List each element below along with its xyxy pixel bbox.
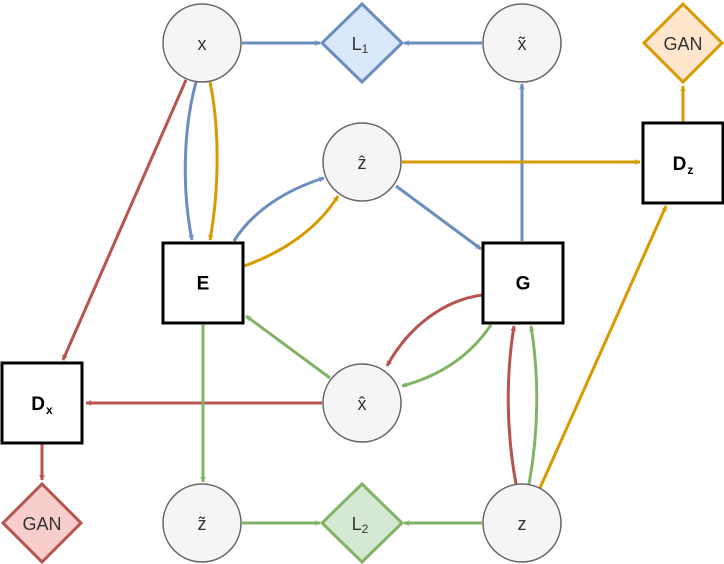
node-z-label: z <box>518 514 527 534</box>
node-x-hat: x̂ <box>322 363 402 443</box>
node-encoder: E <box>161 241 245 325</box>
node-loss-1-label: L <box>352 34 362 54</box>
node-discriminator-x-label: D <box>31 394 45 415</box>
node-loss-2-subscript: 2 <box>362 522 369 536</box>
node-gan-z: GAN <box>641 1 724 85</box>
node-x-tilde-label: x̃ <box>518 34 527 54</box>
node-generator-label: G <box>516 274 531 295</box>
edge-x-to-e-blue <box>183 81 198 241</box>
edge-g-to-xhat <box>385 293 483 367</box>
node-x-label: x <box>198 34 207 54</box>
node-generator: G <box>481 241 565 325</box>
edge-z-to-dz <box>538 205 668 489</box>
node-z-tilde-label: z̃ <box>198 514 207 534</box>
node-discriminator-x: Dx <box>0 361 84 445</box>
node-discriminator-z: Dz <box>641 121 724 205</box>
node-encoder-label: E <box>197 274 210 295</box>
edge-x-to-dx <box>61 79 188 361</box>
edge-e-to-zhat <box>232 176 325 242</box>
edge-xhat-to-e <box>245 314 331 380</box>
node-z-hat: ẑ <box>322 122 402 202</box>
node-x: x <box>162 3 242 83</box>
node-gan-x: GAN <box>0 481 84 564</box>
edge-g-to-xhat-green <box>401 324 493 388</box>
edges <box>39 40 686 526</box>
svg-text:Dx: Dx <box>31 394 53 418</box>
node-loss-1: L1 <box>319 1 405 85</box>
node-discriminator-z-subscript: z <box>687 163 693 177</box>
edge-zhat-to-g <box>395 184 482 251</box>
node-loss-2-label: L <box>352 514 362 534</box>
node-gan-z-label: GAN <box>663 34 702 54</box>
svg-text:L2: L2 <box>352 514 369 536</box>
node-x-tilde: x̃ <box>482 3 562 83</box>
svg-text:Dz: Dz <box>673 154 694 178</box>
node-z: z <box>482 483 562 563</box>
node-z-hat-label: ẑ <box>358 153 367 173</box>
node-discriminator-z-label: D <box>673 154 687 175</box>
node-loss-2: L2 <box>319 481 405 564</box>
node-loss-1-subscript: 1 <box>362 42 369 56</box>
node-gan-x-label: GAN <box>22 514 61 534</box>
svg-text:L1: L1 <box>352 34 369 56</box>
edge-e-to-zhat-orange <box>243 195 340 268</box>
edge-x-to-e-orange <box>208 81 219 241</box>
node-discriminator-x-subscript: x <box>46 403 53 417</box>
node-x-hat-label: x̂ <box>358 394 367 414</box>
edge-z-to-g-green <box>527 325 539 485</box>
node-z-tilde: z̃ <box>162 483 242 563</box>
edge-z-to-g-red <box>506 325 518 485</box>
